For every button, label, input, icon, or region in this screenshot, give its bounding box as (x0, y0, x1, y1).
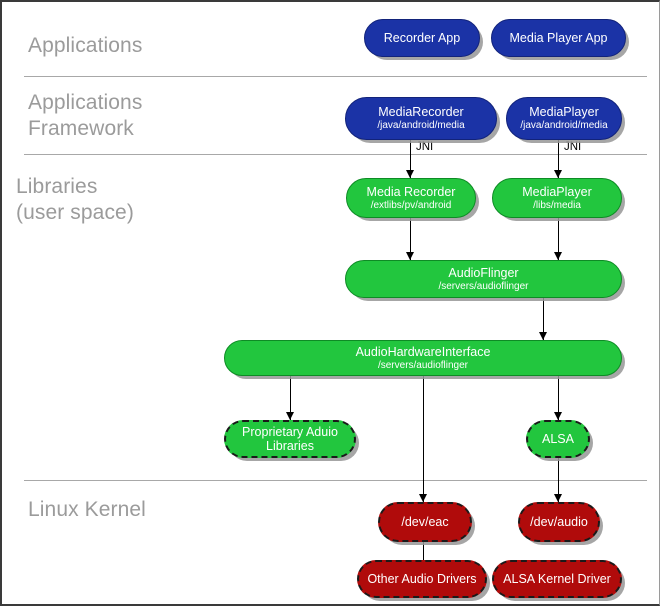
edge-media-recorder-lib-to-audioflinger (410, 218, 411, 260)
edge-arrow-audioflinger-left (406, 252, 414, 260)
node-audiohardwareinterface[interactable]: AudioHardwareInterface /servers/audiofli… (224, 340, 622, 376)
edge-label-jni-player: JNI (564, 141, 582, 153)
node-alsa-kernel-driver-title: ALSA Kernel Driver (503, 572, 611, 586)
node-audiohardwareinterface-title: AudioHardwareInterface (355, 344, 491, 359)
edge-mediaplayer-lib-to-audioflinger (558, 218, 559, 260)
node-mediarecorder-framework-subtitle: /java/android/media (377, 120, 465, 132)
layer-label-libraries: Libraries (user space) (16, 175, 134, 224)
edge-arrow-proprietary-audio-libraries (286, 412, 294, 420)
node-mediaplayer-library[interactable]: MediaPlayer /libs/media (492, 178, 622, 218)
node-audioflinger-subtitle: /servers/audioflinger (438, 280, 529, 292)
node-media-player-app[interactable]: Media Player App (491, 19, 626, 57)
node-other-audio-drivers-title: Other Audio Drivers (367, 572, 477, 586)
node-dev-audio[interactable]: /dev/audio (518, 502, 600, 542)
divider-applications (24, 76, 647, 77)
node-recorder-app[interactable]: Recorder App (364, 19, 480, 57)
edge-proprietary-to-dev-eac (423, 458, 424, 502)
edge-ahi-to-proprietary-audio-libraries (290, 376, 291, 420)
node-alsa-kernel-driver[interactable]: ALSA Kernel Driver (492, 560, 622, 598)
node-media-player-app-title: Media Player App (509, 31, 608, 45)
edge-arrow-alsa (554, 412, 562, 420)
edge-arrow-audioflinger-right (554, 252, 562, 260)
edge-arrow-mediaplayer-lib (554, 170, 562, 178)
node-dev-audio-title: /dev/audio (530, 515, 588, 529)
node-media-recorder-library[interactable]: Media Recorder /extlibs/pv/android (346, 178, 476, 218)
edge-arrow-media-recorder-lib (406, 170, 414, 178)
node-alsa[interactable]: ALSA (526, 420, 590, 458)
edge-mediaplayer-to-mediaplayer-lib (558, 140, 559, 178)
divider-libraries (24, 480, 647, 481)
edge-arrow-dev-audio (554, 494, 562, 502)
edge-arrow-audiohardwareinterface (539, 332, 547, 340)
node-mediaplayer-framework-subtitle: /java/android/media (520, 120, 608, 132)
layer-label-linux-kernel: Linux Kernel (28, 498, 146, 521)
node-audiohardwareinterface-subtitle: /servers/audioflinger (377, 359, 469, 371)
node-recorder-app-title: Recorder App (383, 31, 461, 45)
node-audioflinger[interactable]: AudioFlinger /servers/audioflinger (345, 260, 622, 298)
node-dev-eac-title: /dev/eac (401, 515, 449, 529)
node-mediaplayer-library-title: MediaPlayer (522, 184, 592, 199)
node-dev-eac[interactable]: /dev/eac (378, 502, 472, 542)
node-media-recorder-library-subtitle: /extlibs/pv/android (370, 199, 452, 211)
node-proprietary-audio-libraries-title: Proprietary Aduio Libraries (242, 425, 338, 453)
node-media-recorder-library-title: Media Recorder (366, 184, 456, 199)
node-other-audio-drivers[interactable]: Other Audio Drivers (357, 560, 487, 598)
node-mediarecorder-framework[interactable]: MediaRecorder /java/android/media (345, 97, 497, 140)
node-audioflinger-title: AudioFlinger (448, 265, 519, 280)
edge-audioflinger-to-audiohardwareinterface (543, 298, 544, 340)
edge-label-jni-recorder: JNI (416, 141, 434, 153)
node-proprietary-audio-libraries[interactable]: Proprietary Aduio Libraries (224, 420, 356, 458)
edge-mediarecorder-to-media-recorder-lib (410, 140, 411, 178)
layer-label-applications-framework: Applications Framework (28, 91, 143, 140)
node-alsa-title: ALSA (542, 432, 574, 446)
edge-ahi-to-alsa (558, 376, 559, 420)
node-mediaplayer-framework[interactable]: MediaPlayer /java/android/media (506, 97, 622, 140)
edge-alsa-to-dev-audio (558, 458, 559, 502)
divider-framework (24, 154, 647, 155)
layer-label-applications: Applications (28, 34, 143, 57)
node-mediarecorder-framework-title: MediaRecorder (378, 105, 464, 120)
edge-arrow-dev-eac (419, 494, 427, 502)
node-mediaplayer-framework-title: MediaPlayer (529, 105, 599, 120)
node-mediaplayer-library-subtitle: /libs/media (533, 199, 581, 211)
